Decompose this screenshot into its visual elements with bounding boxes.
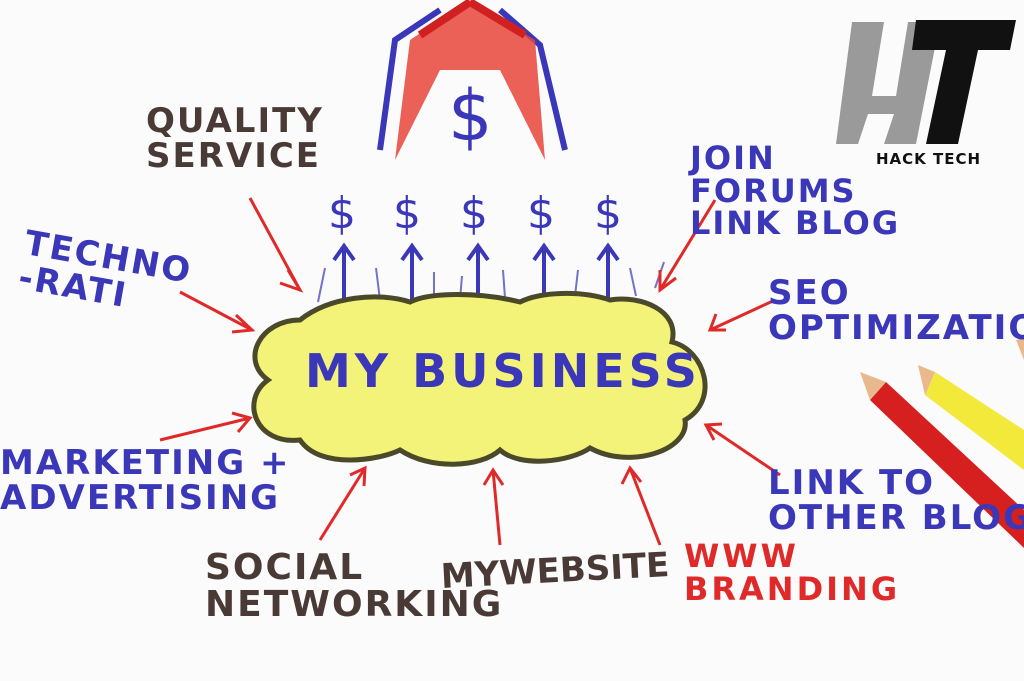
arrow-links bbox=[703, 422, 781, 477]
dollar-arrows-group: $ $ $ $ $ bbox=[317, 188, 665, 303]
dollar-3: $ bbox=[460, 188, 488, 239]
label-marketing-advertising: MARKETING + ADVERTISING bbox=[0, 443, 291, 518]
pencils-icon bbox=[860, 338, 1024, 548]
arrow-technorati bbox=[179, 290, 256, 334]
growth-arrow-icon bbox=[377, 0, 568, 160]
label-www-branding: WWW BRANDING bbox=[684, 537, 901, 608]
dollar-1: $ bbox=[328, 188, 356, 239]
arrow-seo bbox=[707, 298, 776, 332]
arrow-social bbox=[318, 465, 367, 541]
arrows-group bbox=[159, 197, 781, 546]
label-join-forums: JOIN FORUMS LINK BLOG bbox=[690, 139, 901, 243]
hack-tech-logo bbox=[836, 20, 1016, 144]
dollar-5: $ bbox=[594, 188, 622, 239]
big-dollar-sign: $ bbox=[448, 75, 493, 157]
dollar-4: $ bbox=[527, 188, 555, 239]
dollar-2: $ bbox=[393, 188, 421, 239]
logo-name: HACK TECH bbox=[876, 150, 982, 168]
arrow-quality bbox=[248, 197, 304, 293]
label-seo-optimization: SEO OPTIMIZATION bbox=[768, 273, 1024, 348]
label-social-networking: SOCIAL NETWORKING bbox=[205, 547, 504, 625]
center-label: MY BUSINESS bbox=[305, 344, 701, 398]
arrow-website bbox=[482, 467, 505, 546]
business-cloud-shape bbox=[251, 291, 708, 467]
label-quality-service: QUALITY SERVICE bbox=[146, 101, 324, 176]
arrow-forums bbox=[658, 199, 717, 293]
arrow-branding bbox=[620, 465, 662, 546]
arrow-marketing bbox=[159, 411, 253, 442]
